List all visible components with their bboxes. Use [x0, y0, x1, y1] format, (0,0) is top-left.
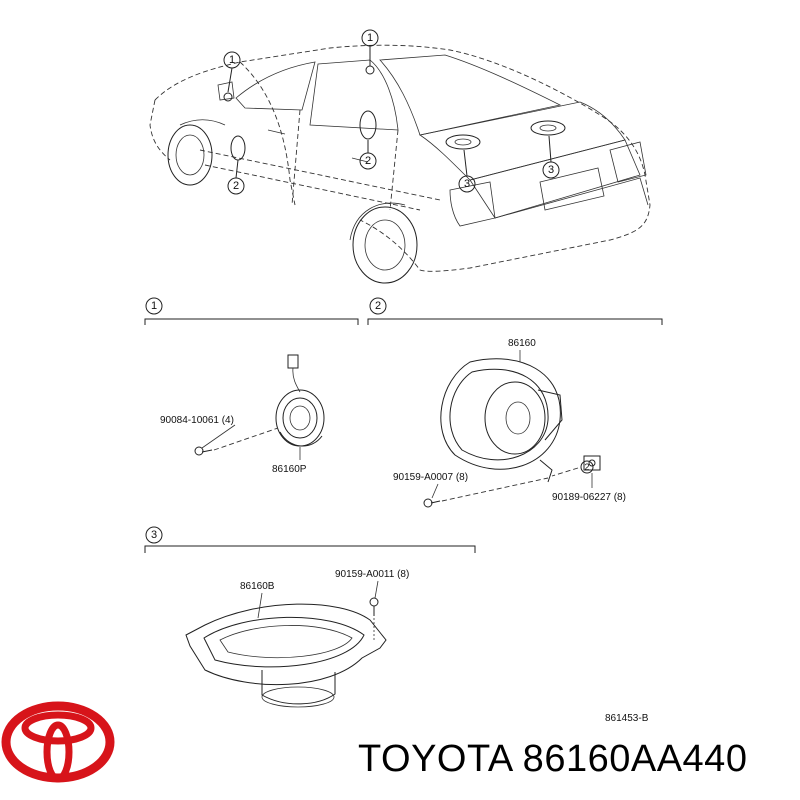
reference-number: 861453-B [605, 713, 649, 724]
section-2: 2 86160 2 90189-06227 (8) 90159-A0007 (8… [367, 297, 663, 508]
section-bracket [144, 545, 476, 553]
clip-callout-circle [580, 460, 594, 474]
car-illustration [149, 44, 651, 284]
callout-circle [542, 161, 560, 179]
clip-label: 90189-06227 (8) [552, 492, 626, 503]
clip-callout-number: 2 [584, 462, 589, 472]
fastener-label: 90159-A0007 (8) [393, 472, 468, 483]
section-3: 3 86160B 90159-A0011 (8) [144, 526, 476, 708]
section-number-circle [145, 526, 163, 544]
callout-number: 3 [548, 164, 554, 176]
section-bracket [367, 318, 663, 325]
screw-icon [369, 597, 379, 616]
toyota-logo [1, 701, 115, 783]
section-number-circle [369, 297, 387, 315]
brand-caption: TOYOTA 86160AA440 [358, 738, 748, 780]
callout-circle [458, 175, 476, 193]
tweeter-speaker [275, 354, 325, 447]
callout-circle [359, 152, 377, 170]
part-label: 86160P [272, 464, 307, 475]
callout-number: 3 [464, 178, 470, 190]
screw-icon [194, 446, 213, 456]
callout-number: 2 [233, 180, 239, 192]
fastener-label: 90084-10061 (4) [160, 415, 234, 426]
callout-number: 1 [229, 54, 235, 66]
rear-speaker [185, 603, 387, 708]
car-callouts: 1 1 2 2 3 3 [223, 29, 560, 195]
section-bracket [144, 318, 359, 325]
callout-number: 1 [367, 32, 373, 44]
callout-number: 2 [365, 155, 371, 167]
door-speaker [440, 358, 563, 483]
section-number-circle [145, 297, 163, 315]
section-number: 2 [375, 300, 381, 312]
screw-icon [423, 498, 441, 508]
callout-circle [227, 177, 245, 195]
callout-circle [223, 51, 241, 69]
callout-circle [361, 29, 379, 47]
section-1: 1 90084-10061 (4) 86160P [144, 297, 359, 475]
section-number: 1 [151, 300, 157, 312]
part-label: 86160B [240, 581, 275, 592]
part-label: 86160 [508, 338, 536, 349]
section-number: 3 [151, 529, 157, 541]
fastener-label: 90159-A0011 (8) [335, 569, 409, 580]
